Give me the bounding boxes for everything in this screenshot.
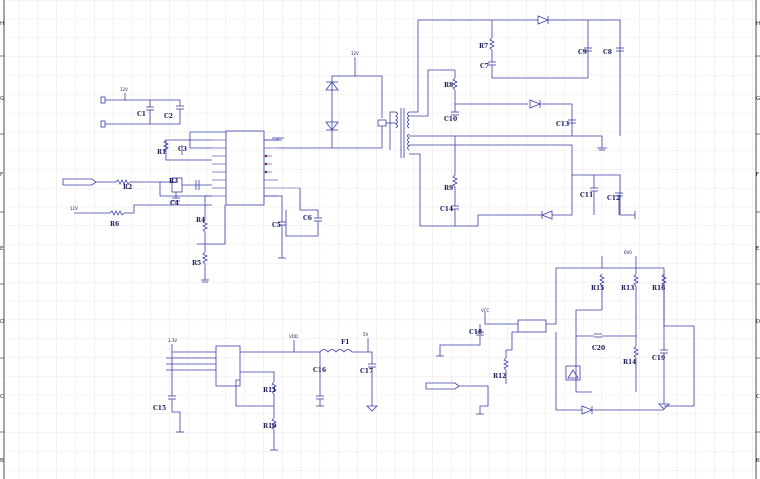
label-c3: C3	[178, 146, 187, 153]
sheet-grid	[4, 0, 756, 479]
label-r4: R4	[196, 217, 205, 224]
label-c2: C2	[164, 113, 173, 120]
label-c14: C14	[440, 206, 453, 213]
label-c6: C6	[303, 215, 312, 222]
label-r14: R14	[623, 359, 636, 366]
rail-12v-bias: 12V	[70, 206, 78, 211]
frame-letter-left-g: G	[0, 96, 4, 102]
label-c16: C16	[313, 367, 326, 374]
label-r12: R12	[493, 373, 506, 380]
label-r15: R15	[591, 285, 604, 292]
rail-vcc: VCC	[481, 308, 490, 313]
secondary-block	[409, 15, 636, 227]
rail-3v3: 3.3V	[168, 338, 177, 343]
label-r5: R5	[192, 260, 201, 267]
label-c13: C13	[556, 121, 569, 128]
frame-letter-right-e: E	[756, 246, 760, 252]
label-c20: C20	[592, 345, 605, 352]
label-c9: C9	[578, 49, 587, 56]
regulator-block	[166, 338, 378, 451]
label-c8b: C8	[603, 49, 612, 56]
controller-ic[interactable]	[225, 130, 265, 206]
frame-letter-left-c: C	[0, 394, 4, 400]
label-r3: R3	[169, 178, 178, 185]
label-c15: C15	[153, 405, 166, 412]
label-c12: C12	[607, 195, 620, 202]
label-r16: R16	[652, 285, 665, 292]
frame-letter-left-d: D	[0, 319, 4, 325]
frame-letter-left-b: B	[0, 458, 4, 464]
label-r13: R13	[621, 285, 634, 292]
frame-letter-left-h: H	[0, 21, 4, 27]
frame-letter-right-f: F	[756, 172, 759, 178]
label-r10: R10	[263, 423, 276, 430]
rail-5v: 5V	[363, 332, 369, 337]
frame-letter-right-g: G	[756, 96, 760, 102]
label-c18: C18	[469, 329, 482, 336]
clamp-diode-bottom	[325, 121, 339, 131]
inductor-f1[interactable]	[319, 349, 353, 353]
clamp-diode-top	[325, 81, 339, 91]
output-diode-d3	[540, 210, 553, 220]
label-c10: C10	[444, 116, 457, 123]
frame-letter-left-f: F	[0, 172, 3, 178]
input-port-left[interactable]	[62, 178, 97, 186]
label-r2: R2	[123, 184, 132, 191]
frame-letter-left-e: E	[0, 246, 4, 252]
label-c4: C4	[170, 200, 179, 207]
rail-12v-input: 12V	[120, 87, 128, 92]
frame-letter-right-h: H	[756, 21, 760, 27]
output-diode-d2	[529, 99, 542, 109]
label-c7: C7	[480, 63, 489, 70]
label-r8: R8	[444, 82, 453, 89]
rail-6v: 6V0	[624, 250, 632, 255]
shunt-regulator[interactable]	[565, 365, 581, 381]
regulator-ic[interactable]	[215, 345, 241, 387]
output-diode-d4	[581, 405, 594, 415]
controller-block	[62, 93, 332, 283]
output-port-right[interactable]	[425, 382, 460, 390]
label-r11: R11	[263, 387, 276, 394]
rail-vdd: VDD	[289, 334, 298, 339]
rail-12v-clamp: 12V	[351, 51, 359, 56]
optocoupler[interactable]	[517, 319, 547, 333]
label-c5: C5	[272, 222, 281, 229]
label-c1: C1	[137, 111, 146, 118]
clamp-transformer-block	[325, 57, 410, 158]
label-r6: R6	[110, 221, 119, 228]
output-diode-d1	[537, 15, 550, 25]
feedback-block	[425, 256, 695, 415]
label-c19: C19	[652, 355, 665, 362]
label-c17: C17	[360, 368, 373, 375]
frame-letter-right-d: D	[756, 319, 760, 325]
label-r1: R1	[157, 149, 166, 156]
label-c11: C11	[580, 192, 593, 199]
frame-letter-right-b: B	[756, 458, 760, 464]
label-r7: R7	[479, 43, 488, 50]
transformer[interactable]	[395, 108, 410, 158]
label-r9: R9	[444, 185, 453, 192]
frame-letter-right-c: C	[756, 394, 760, 400]
label-f1: F1	[341, 339, 349, 346]
frame-ticks	[0, 55, 760, 433]
